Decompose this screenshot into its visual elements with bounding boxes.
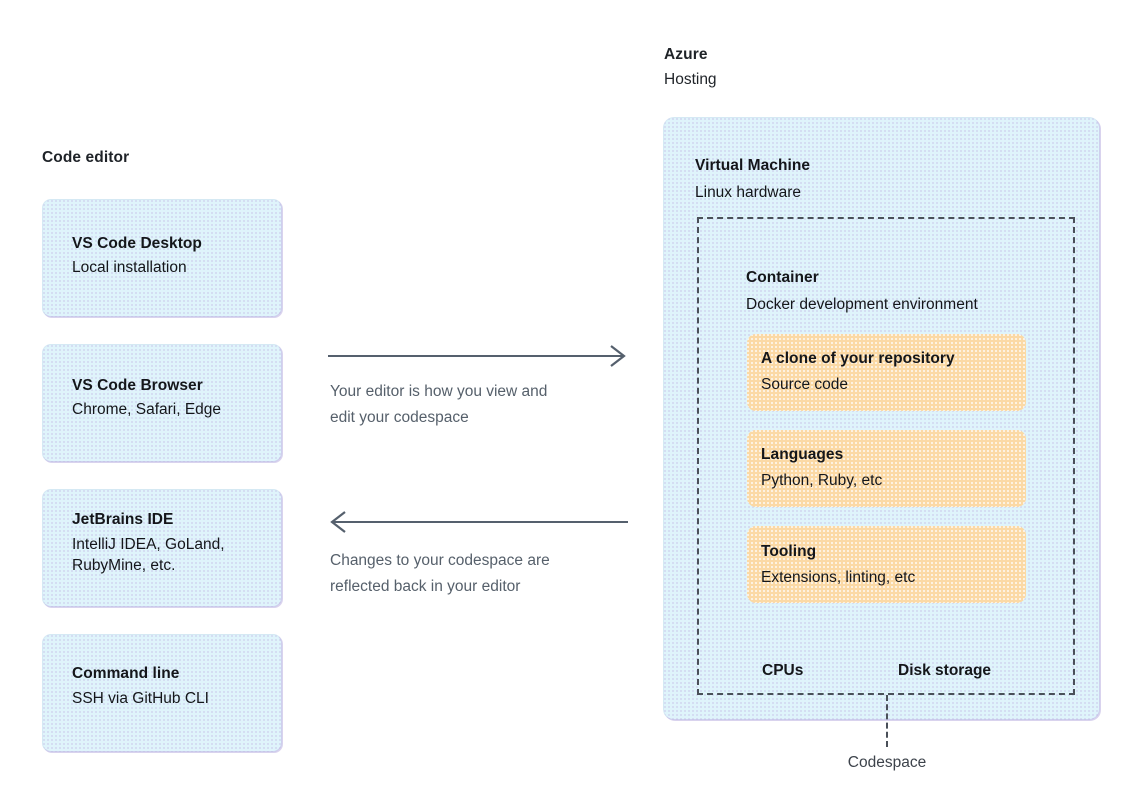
arrow-right-icon bbox=[328, 345, 626, 367]
card-jetbrains-ide[interactable] bbox=[42, 489, 282, 607]
container-item-languages-subtitle: Python, Ruby, etc bbox=[761, 472, 883, 489]
container-item-repository-title: A clone of your repository bbox=[761, 350, 955, 367]
codespace-boundary bbox=[697, 217, 1075, 695]
card-command-line-subtitle: SSH via GitHub CLI bbox=[72, 690, 209, 707]
container-item-tooling[interactable] bbox=[747, 526, 1026, 603]
azure-subheading: Hosting bbox=[664, 71, 717, 88]
container-item-tooling-subtitle: Extensions, linting, etc bbox=[761, 569, 916, 586]
container-item-languages-title: Languages bbox=[761, 446, 844, 463]
code-editor-heading: Code editor bbox=[42, 149, 130, 166]
container-item-tooling-title: Tooling bbox=[761, 543, 817, 560]
card-vs-code-browser[interactable] bbox=[42, 344, 282, 462]
container-item-repository-subtitle: Source code bbox=[761, 376, 849, 393]
card-vs-code-desktop[interactable] bbox=[42, 199, 282, 317]
hardware-label-disk-storage: Disk storage bbox=[898, 662, 992, 679]
virtual-machine-title: Virtual Machine bbox=[695, 157, 811, 174]
card-vs-code-desktop-subtitle: Local installation bbox=[72, 259, 187, 276]
card-vs-code-browser-subtitle: Chrome, Safari, Edge bbox=[72, 401, 222, 418]
codespace-leader-line bbox=[886, 695, 888, 747]
card-vs-code-browser-title: VS Code Browser bbox=[72, 377, 203, 394]
card-jetbrains-ide-subtitle: IntelliJ IDEA, GoLand, RubyMine, etc. bbox=[72, 536, 225, 574]
arrow-right-caption: Your editor is how you view and edit you… bbox=[330, 383, 548, 426]
codespace-label: Codespace bbox=[847, 754, 927, 771]
arrow-left-icon bbox=[330, 511, 628, 533]
arrow-left-caption: Changes to your codespace are reflected … bbox=[330, 552, 550, 595]
card-command-line-title: Command line bbox=[72, 665, 180, 682]
card-command-line[interactable] bbox=[42, 634, 282, 752]
container-item-languages[interactable] bbox=[747, 430, 1026, 507]
container-item-repository[interactable] bbox=[747, 334, 1026, 411]
virtual-machine-subtitle: Linux hardware bbox=[695, 184, 801, 201]
container-subtitle: Docker development environment bbox=[746, 296, 978, 313]
card-vs-code-desktop-title: VS Code Desktop bbox=[72, 235, 202, 252]
container-title: Container bbox=[746, 269, 819, 286]
card-jetbrains-ide-title: JetBrains IDE bbox=[72, 511, 174, 528]
azure-heading: Azure bbox=[664, 46, 708, 63]
hardware-label-cpus: CPUs bbox=[762, 662, 804, 679]
